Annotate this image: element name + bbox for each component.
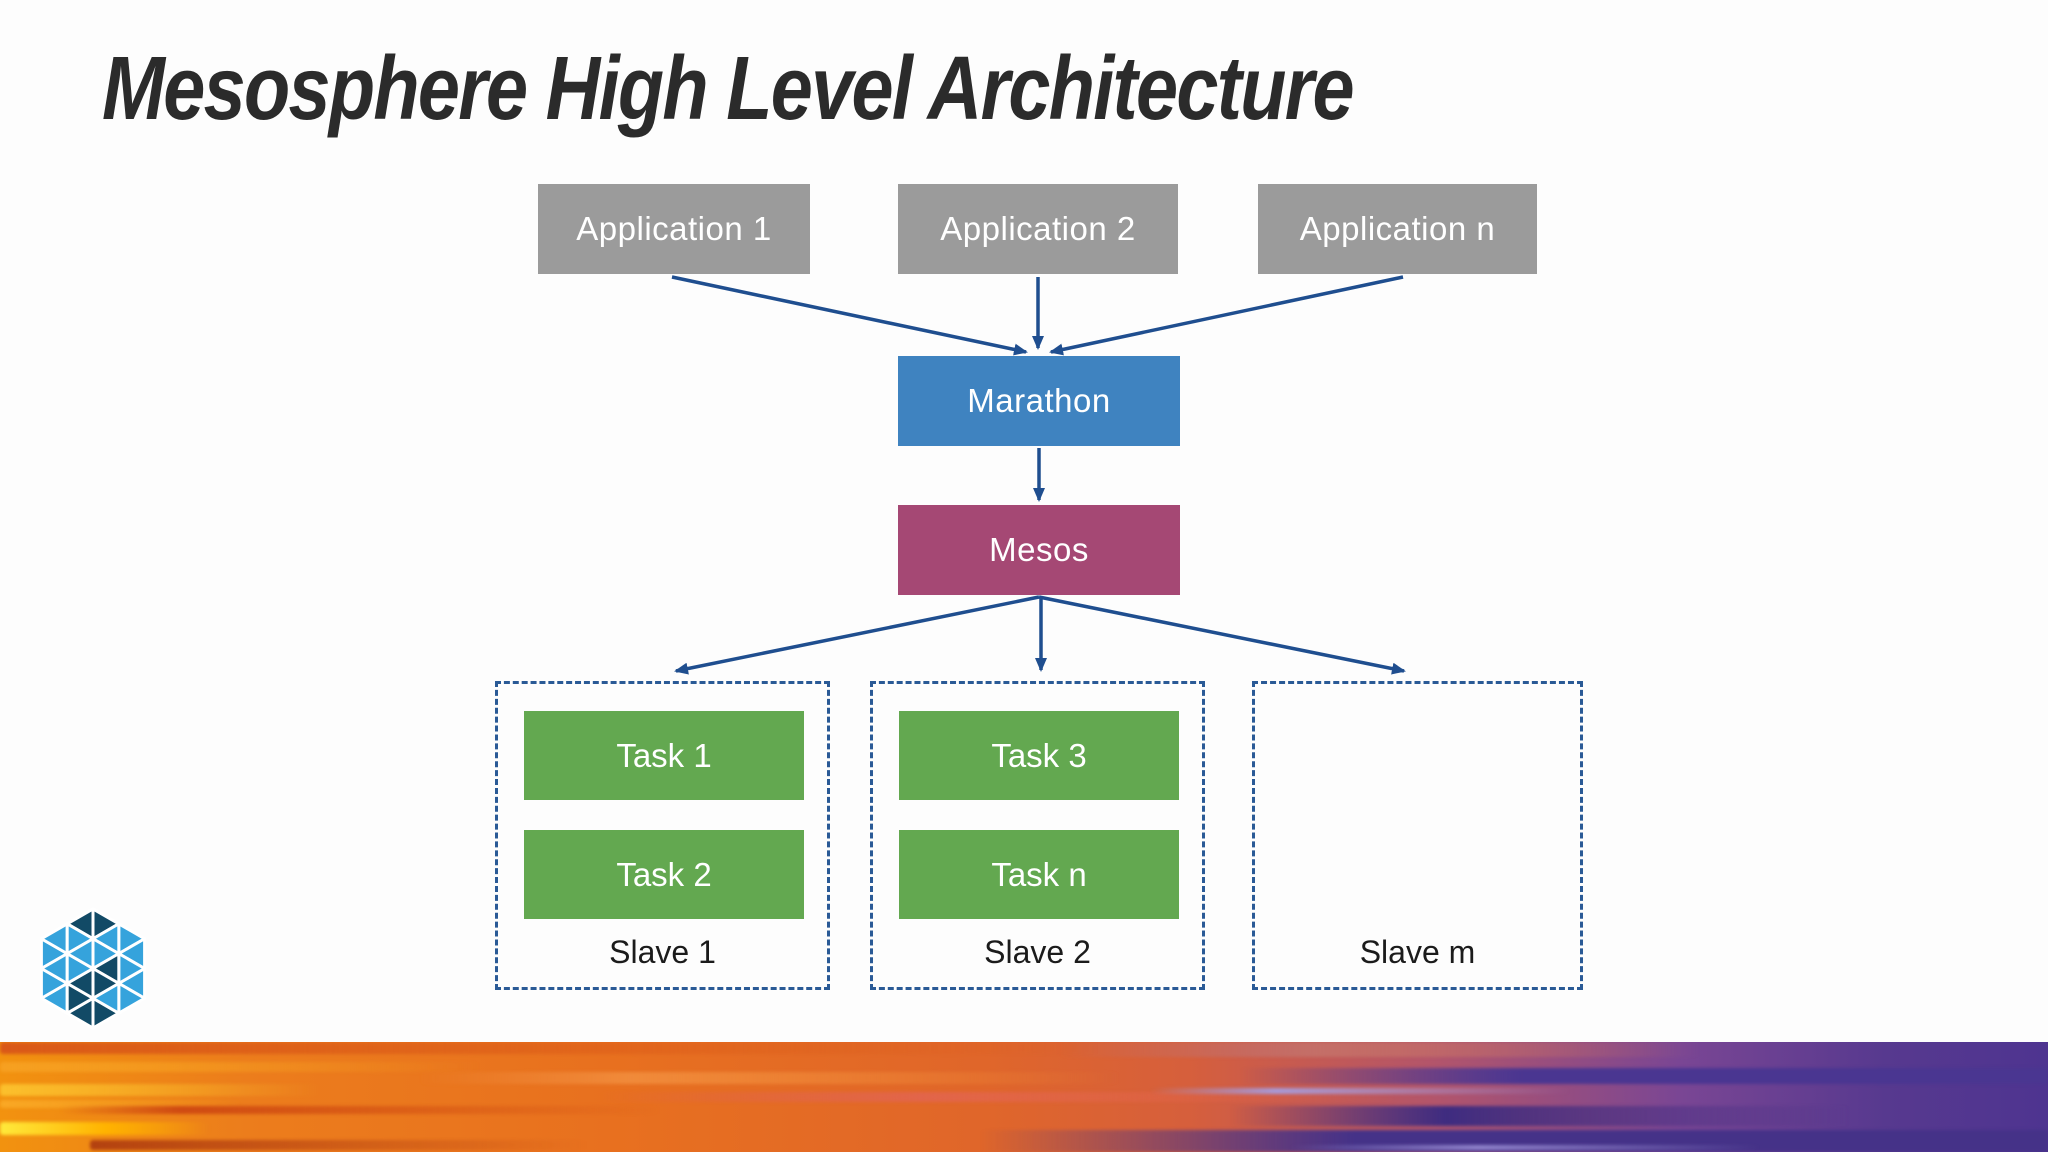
page-title: Mesosphere High Level Architecture xyxy=(102,39,1355,139)
task-3-box: Task 3 xyxy=(899,711,1179,800)
task-1-box: Task 1 xyxy=(524,711,804,800)
arrow-mesos-slave1 xyxy=(674,595,1040,675)
bar-streak xyxy=(0,1122,210,1135)
bar-streak xyxy=(0,1084,320,1096)
bar-streak xyxy=(60,1106,660,1114)
task-3-label: Task 3 xyxy=(991,736,1087,774)
application-2-label: Application 2 xyxy=(940,210,1136,247)
bar-streak xyxy=(600,1092,1400,1102)
slave-1-label: Slave 1 xyxy=(609,934,716,970)
application-n-label: Application n xyxy=(1299,210,1496,247)
application-n-box: Application n xyxy=(1258,184,1537,274)
marathon-box: Marathon xyxy=(898,356,1180,446)
application-1-box: Application 1 xyxy=(538,184,810,274)
task-n-box: Task n xyxy=(899,830,1179,919)
task-2-box: Task 2 xyxy=(524,830,804,919)
arrow-app1-marathon xyxy=(671,275,1028,356)
mesosphere-hexagon-icon xyxy=(39,907,147,1030)
task-n-label: Task n xyxy=(991,855,1087,893)
application-1-label: Application 1 xyxy=(576,210,772,247)
bar-streak xyxy=(1060,1042,1700,1057)
brand-gradient-bar: WS 2 xyxy=(0,1042,2048,1152)
slave-2-label: Slave 2 xyxy=(984,934,1091,970)
task-1-label: Task 1 xyxy=(616,736,712,774)
arrow-appn-marathon xyxy=(1049,275,1404,356)
bar-streak xyxy=(0,1042,1100,1054)
slave-m-group: Slave m xyxy=(1252,681,1583,990)
bar-streak xyxy=(0,1100,240,1108)
task-2-label: Task 2 xyxy=(616,855,712,893)
slave-m-label: Slave m xyxy=(1359,934,1476,970)
mesos-label: Mesos xyxy=(989,531,1089,568)
bar-streak xyxy=(0,1062,480,1072)
slave-1-group: Task 1 Task 2 Slave 1 xyxy=(495,681,830,990)
marathon-label: Marathon xyxy=(967,382,1111,419)
bar-streak xyxy=(1290,1145,1760,1150)
mesos-box: Mesos xyxy=(898,505,1180,595)
bar-streak xyxy=(420,1072,1120,1084)
slave-2-group: Task 3 Task n Slave 2 xyxy=(870,681,1205,990)
arrow-mesos-slavem xyxy=(1038,595,1406,675)
bar-streak xyxy=(1240,1068,2048,1084)
bar-streak xyxy=(1230,1106,1850,1126)
bar-streak xyxy=(1150,1088,1570,1094)
application-2-box: Application 2 xyxy=(898,184,1178,274)
bar-streak xyxy=(980,1130,2048,1152)
bar-streak xyxy=(90,1140,590,1150)
